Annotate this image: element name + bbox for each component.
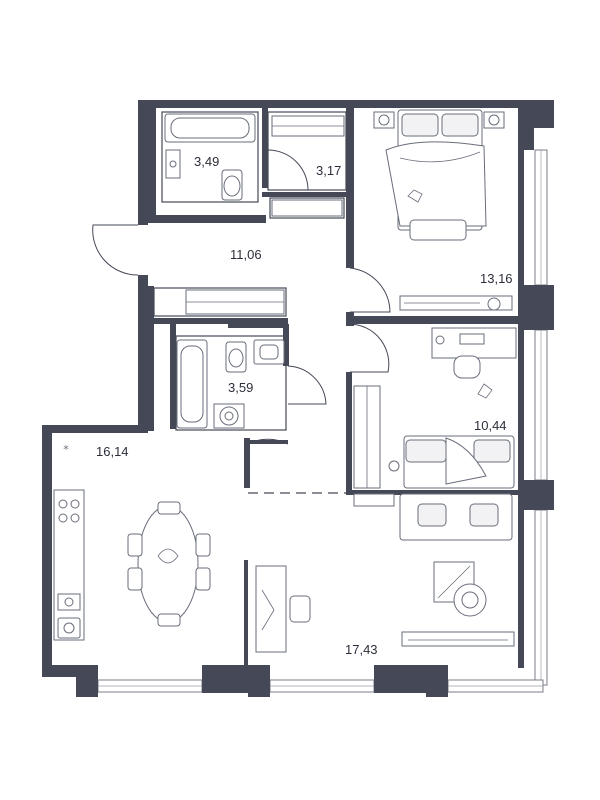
area-label-living-room: 17,43 [345,642,378,657]
area-label-kitchen: 16,14 [96,444,129,459]
bedroom-2-furniture [353,327,517,489]
area-label-bedroom-2: 10,44 [474,418,507,433]
area-label-bathroom-2: 3,59 [228,380,253,395]
area-label-bedroom-1: 13,16 [480,271,513,286]
living-room-furniture [255,493,515,653]
bedroom-2-wardrobe [353,385,381,489]
wardrobe-rail-1 [271,115,345,137]
area-label-bathroom-1: 3,49 [194,154,219,169]
area-label-hallway: 11,06 [230,247,262,262]
bedroom-1-furniture [373,109,513,311]
area-label-wardrobe-1: 3,17 [316,163,341,178]
bathroom-2-fixtures [176,339,285,429]
kitchen-furniture: * [53,443,211,641]
hallway-wardrobe [185,289,285,315]
doors [92,149,391,488]
bathroom-1-fixtures [164,113,345,217]
walls [42,100,554,697]
svg-text:*: * [63,443,69,456]
windows [97,149,548,693]
